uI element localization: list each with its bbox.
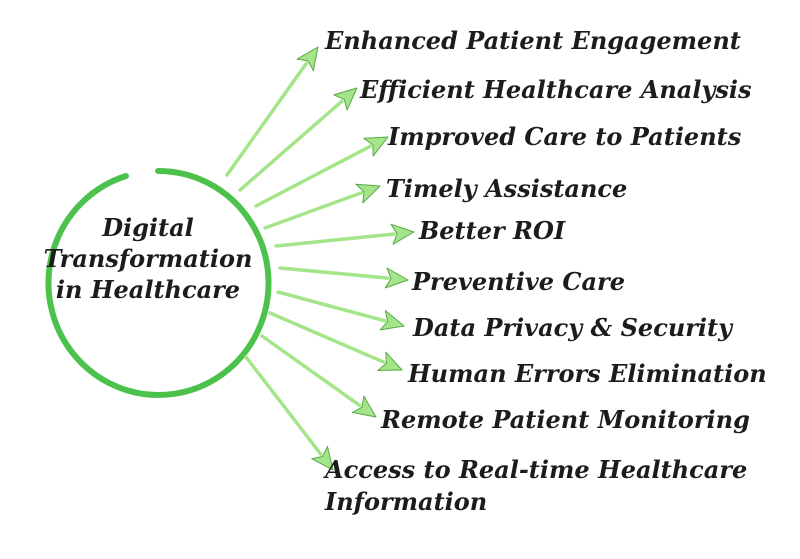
arrow-shaft-6 xyxy=(278,266,390,280)
arrow-shaft-5 xyxy=(274,232,396,248)
arrow-head-2 xyxy=(333,87,358,111)
arrow-head-8 xyxy=(377,351,403,371)
benefit-access-to-real-time-info: Access to Real-time Healthcare Informati… xyxy=(325,454,747,518)
arrow-head-4 xyxy=(355,183,381,204)
benefit-label: Data Privacy & Security xyxy=(413,313,733,342)
arrow-shaft-4 xyxy=(263,191,363,230)
arrow-head-9 xyxy=(351,395,377,418)
benefit-label: Human Errors Elimination xyxy=(408,359,767,388)
arrow-shaft-9 xyxy=(260,334,362,408)
benefit-human-errors-elimination: Human Errors Elimination xyxy=(408,359,767,389)
arrow-head-5 xyxy=(390,223,415,245)
arrow-shaft-3 xyxy=(254,144,373,208)
arrow-shaft-7 xyxy=(276,290,387,323)
benefit-enhanced-patient-engagement: Enhanced Patient Engagement xyxy=(325,26,741,56)
benefit-label: Enhanced Patient Engagement xyxy=(325,26,741,55)
benefit-label-line-1: Access to Real-time Healthcare xyxy=(325,455,748,484)
center-topic-line-3: in Healthcare xyxy=(55,275,241,304)
benefit-label: Remote Patient Monitoring xyxy=(381,405,750,434)
arrow-shaft-8 xyxy=(268,311,386,364)
benefit-improved-care-to-patients: Improved Care to Patients xyxy=(388,122,741,152)
arrow-head-1 xyxy=(296,46,319,72)
benefit-timely-assistance: Timely Assistance xyxy=(386,174,627,204)
arrow-head-10 xyxy=(311,446,334,471)
benefit-efficient-healthcare-analysis: Efficient Healthcare Analysis xyxy=(360,75,752,105)
benefit-label: Improved Care to Patients xyxy=(388,122,742,151)
benefit-remote-patient-monitoring: Remote Patient Monitoring xyxy=(381,405,750,435)
benefit-label: Preventive Care xyxy=(412,267,625,296)
benefit-label: Timely Assistance xyxy=(386,174,628,203)
center-topic-line-1: Digital xyxy=(102,213,194,242)
hub-circle xyxy=(45,167,272,398)
arrow-shaft-1 xyxy=(225,61,309,177)
center-topic: Digital Transformation in Healthcare xyxy=(40,212,256,305)
benefit-data-privacy-security: Data Privacy & Security xyxy=(413,313,732,343)
arrow-head-3 xyxy=(363,136,389,157)
arrow-head-6 xyxy=(384,267,409,289)
benefit-label-line-2: Information xyxy=(325,487,488,516)
benefit-label: Efficient Healthcare Analysis xyxy=(360,75,752,104)
benefit-label: Better ROI xyxy=(419,216,566,245)
arrow-shaft-10 xyxy=(244,355,323,456)
benefit-preventive-care: Preventive Care xyxy=(412,267,625,297)
benefit-better-roi: Better ROI xyxy=(419,216,565,246)
center-topic-line-2: Transformation xyxy=(43,244,253,273)
arrow-group xyxy=(225,46,415,471)
arrow-shaft-2 xyxy=(238,99,344,192)
arrow-head-7 xyxy=(379,310,405,331)
